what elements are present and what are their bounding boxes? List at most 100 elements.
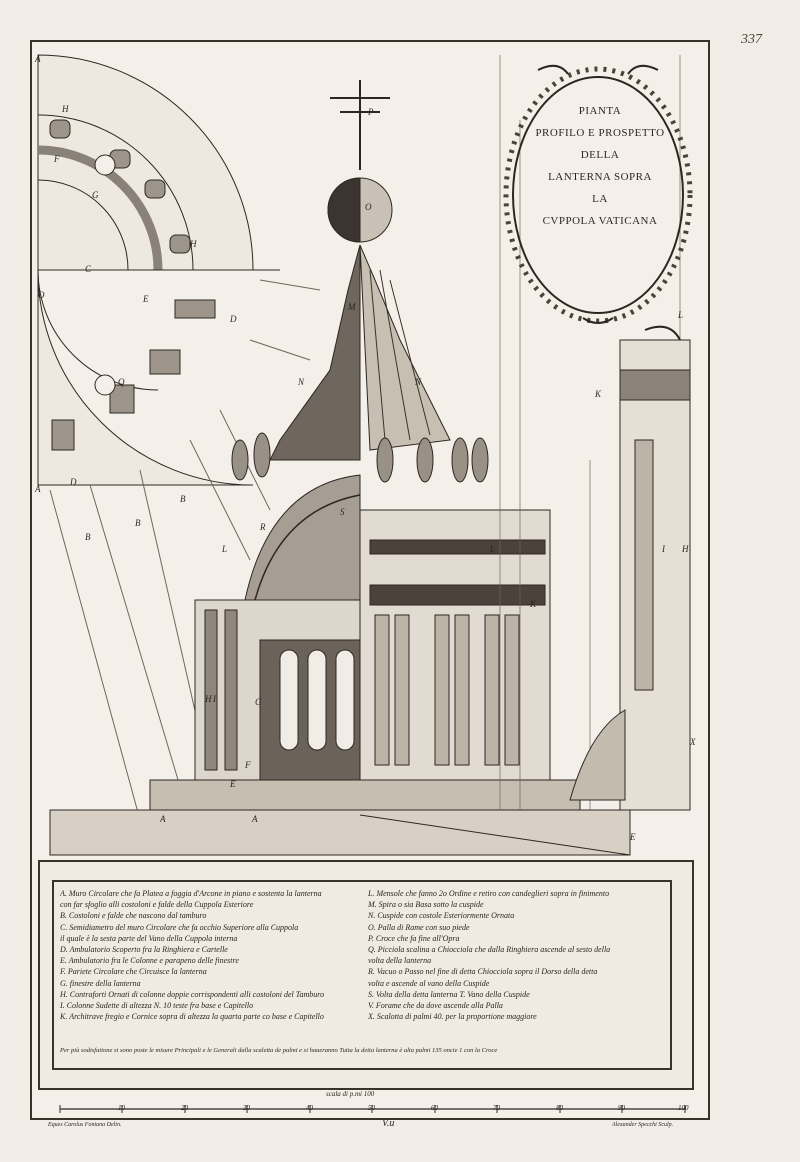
svg-text:Q: Q xyxy=(118,377,125,387)
spire-elevation xyxy=(359,244,451,451)
svg-text:H: H xyxy=(204,694,212,704)
svg-text:L: L xyxy=(677,310,683,320)
scale-tick: 90 xyxy=(618,1104,625,1112)
legend-entry: D. Ambulatorio Scoperto fra la Ringhiera… xyxy=(60,945,228,955)
legend-entry: N. Cuspide con costole Esteriormente Orn… xyxy=(368,911,515,921)
page-number: 337 xyxy=(741,32,762,47)
svg-text:G: G xyxy=(255,697,262,707)
scale-tick: 100 xyxy=(678,1104,689,1112)
legend-entry: E. Ambulatorio fra le Colonne e parapeno… xyxy=(60,956,239,966)
scale-tick: 50 xyxy=(368,1104,375,1112)
scale-tick: 10 xyxy=(118,1104,125,1112)
scale-tick: 80 xyxy=(556,1104,563,1112)
lantern-engraving: A H F G C O E D Q H D A B B B A A P O N … xyxy=(34,54,696,856)
svg-text:H: H xyxy=(681,544,689,554)
legend-footnote: Per più sodisfatione si sono poste le mi… xyxy=(60,1047,498,1054)
svg-text:O: O xyxy=(365,202,372,212)
title-block: PIANTA PROFILO E PROSPETTO DELLA LANTERN… xyxy=(520,100,680,232)
legend-entry: V. Forame che da dove ascende alla Palla xyxy=(368,1001,503,1011)
legend-entry: con far sfoglio alli costoloni e falde d… xyxy=(60,900,254,910)
svg-text:A: A xyxy=(159,814,166,824)
svg-text:R: R xyxy=(259,522,266,532)
scale-bar xyxy=(59,1105,686,1113)
svg-text:E: E xyxy=(142,294,149,304)
legend-right-column: L. Mensole che fanno 2o Ordine e retiro … xyxy=(368,888,668,1022)
title-line: PROFILO E PROSPETTO xyxy=(535,127,665,139)
legend-entry: volta della lanterna xyxy=(368,956,432,966)
scale-tick: 70 xyxy=(493,1104,500,1112)
svg-text:E: E xyxy=(629,832,636,842)
legend-pedestal xyxy=(38,860,694,1090)
svg-text:L: L xyxy=(489,544,495,554)
legend-entry: il quale è la sesta parte del Vano della… xyxy=(60,933,238,943)
legend-entry: R. Vacuo o Passo nel fine di detta Chioc… xyxy=(368,967,598,977)
laurel-wreath-cartouche xyxy=(503,64,693,324)
svg-text:H: H xyxy=(61,104,69,114)
plan-ring-3 xyxy=(37,145,163,271)
legend-entry: F. Pariete Circolare che Circuisce la la… xyxy=(60,967,207,977)
legend-entry: volta e ascende al vano della Cuspide xyxy=(368,978,490,988)
column-profile xyxy=(619,339,691,811)
svg-text:D: D xyxy=(229,314,237,324)
svg-text:N: N xyxy=(297,377,305,387)
legend-entry: B. Costoloni e falde che nascono dal tam… xyxy=(60,911,207,921)
plan-ring-4 xyxy=(37,179,129,271)
title-line: LA xyxy=(592,193,608,205)
scale-tick: 20 xyxy=(181,1104,188,1112)
svg-text:M: M xyxy=(347,302,356,312)
scale-label: scala di p.mi 100 xyxy=(326,1090,375,1098)
legend-entry: A. Muro Circolare che fa Platea a foggia… xyxy=(60,889,322,898)
legend-entry: I. Colonne Sudette di altezza N. 10 test… xyxy=(60,1001,254,1011)
title-line: PIANTA xyxy=(578,105,622,117)
svg-text:F: F xyxy=(53,154,60,164)
legend-entry: G. finestre della lanterna xyxy=(60,978,141,988)
legend-entry: O. Palla di Rame con suo piede xyxy=(368,922,470,932)
svg-text:E: E xyxy=(229,779,236,789)
svg-text:B: B xyxy=(85,532,91,542)
svg-text:H: H xyxy=(189,239,197,249)
svg-text:A: A xyxy=(251,814,258,824)
svg-text:F: F xyxy=(244,760,251,770)
dome-section xyxy=(244,474,361,601)
svg-text:D: D xyxy=(69,477,77,487)
title-line: DELLA xyxy=(580,149,620,161)
svg-text:X: X xyxy=(689,737,696,747)
svg-text:I: I xyxy=(212,694,217,704)
scale-tick: 40 xyxy=(306,1104,313,1112)
title-line: CVPPOLA VATICANA xyxy=(542,215,658,227)
delineator-signature: Eques Carolus Fontana Delin. xyxy=(48,1122,122,1128)
legend-entry: S. Volta della detta lanterna T. Vano de… xyxy=(368,989,530,999)
svg-text:K: K xyxy=(529,599,537,609)
legend-frame xyxy=(52,880,672,1070)
legend-entry: H. Contraforti Ornati di colonne doppie … xyxy=(60,989,325,999)
legend-entry: Q. Picciola scalina a Chiocciola che dal… xyxy=(368,945,611,955)
plate-mark: V.u xyxy=(382,1118,395,1129)
legend-left-column: A. Muro Circolare che fa Platea a foggia… xyxy=(60,888,360,1022)
cross xyxy=(330,80,390,170)
svg-text:A: A xyxy=(34,54,41,64)
svg-text:G: G xyxy=(92,190,99,200)
spire-section xyxy=(269,244,361,461)
svg-text:B: B xyxy=(180,494,186,504)
svg-text:O: O xyxy=(38,290,45,300)
svg-text:K: K xyxy=(594,389,602,399)
svg-text:B: B xyxy=(135,518,141,528)
svg-text:L: L xyxy=(221,544,227,554)
legend-entry: M. Spira o sia Basa sotto la cuspide xyxy=(368,900,484,910)
engraver-signature: Alexander Specchi Sculp. xyxy=(612,1122,674,1128)
scale-tick: 30 xyxy=(243,1104,250,1112)
svg-text:I: I xyxy=(661,544,666,554)
legend-entry: L. Mensole che fanno 2o Ordine e retiro … xyxy=(368,889,610,898)
svg-text:N: N xyxy=(414,377,422,387)
plan-ring-2 xyxy=(37,114,194,271)
svg-text:S: S xyxy=(340,507,345,517)
title-line: LANTERNA SOPRA xyxy=(548,171,652,183)
svg-text:C: C xyxy=(85,264,92,274)
plan-outer-ring xyxy=(37,54,254,271)
legend-entry: X. Scalotta di palmi 40. per la proporti… xyxy=(368,1012,537,1022)
svg-text:A: A xyxy=(34,484,41,494)
plan-lower-outer xyxy=(37,269,254,486)
base-platform xyxy=(149,779,581,811)
legend-entry: C. Semidiametro del muro Circolare che f… xyxy=(60,922,299,932)
legend-entry: K. Architrave fregio e Cornice sopra di … xyxy=(60,1012,324,1022)
